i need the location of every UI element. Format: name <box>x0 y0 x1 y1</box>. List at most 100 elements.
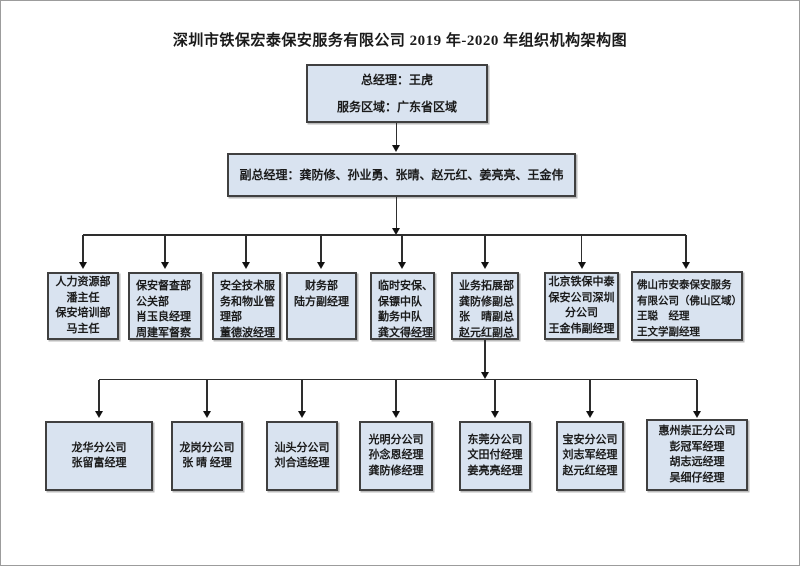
connector-drop <box>401 235 403 262</box>
text-line: 惠州崇正分公司 <box>658 425 736 437</box>
box-general-manager: 总经理：王虎服务区域：广东省区域 <box>306 64 488 123</box>
connector-arrowhead <box>481 262 489 269</box>
connector-drop <box>245 235 247 262</box>
connector-gm-stem <box>395 123 397 146</box>
connector-drop <box>580 235 583 262</box>
connector-branches-rail <box>99 378 697 380</box>
dept-box-finance: 财务部陆方副经理 <box>286 272 357 340</box>
connector-arrowhead <box>693 411 701 418</box>
connector-drop <box>685 235 687 262</box>
text-line: 龙华分公司 <box>71 441 127 454</box>
text-line: 彭冠军经理 <box>669 440 725 453</box>
connector-drop <box>98 380 100 411</box>
text-line: 陆方副经理 <box>294 295 349 308</box>
connector-arrowhead <box>682 262 690 269</box>
box-deputy-general-managers: 副总经理：龚防修、孙业勇、张晴、赵元红、姜亮亮、王金伟 <box>227 153 576 197</box>
text-line: 务和物业管 <box>220 295 275 308</box>
text-line: 龚防修经理 <box>368 464 424 477</box>
text-line: 姜亮亮经理 <box>467 464 523 477</box>
connector-drop <box>494 380 496 411</box>
branch-box-dongguan: 东莞分公司文田付经理姜亮亮经理 <box>459 421 531 491</box>
connector-gm-arrowhead <box>392 145 400 152</box>
text-line: 潘主任 <box>66 291 100 304</box>
text-line: 临时安保、 <box>378 280 433 292</box>
text-line: 龚防修副总 <box>459 295 514 308</box>
connector-arrowhead <box>392 411 400 418</box>
connector-deputy-arrowhead <box>392 228 400 235</box>
connector-deputy-stem <box>395 197 397 228</box>
text-line: 东莞分公司 <box>467 433 523 446</box>
text-line: 董德波经理 <box>220 326 275 339</box>
text-line: 保安公司深圳 <box>548 291 615 304</box>
text-line: 光明分公司 <box>368 433 424 446</box>
text-line: 刘志军经理 <box>562 449 618 462</box>
text-line: 人力资源部 <box>55 276 111 288</box>
text-line: 副总经理：龚防修、孙业勇、张晴、赵元红、姜亮亮、王金伟 <box>239 168 564 182</box>
text-line: 理部 <box>220 311 242 323</box>
connector-drop <box>164 235 166 262</box>
connector-drop <box>301 380 303 411</box>
connector-drop <box>696 380 698 411</box>
text-line: 张 晴副总 <box>459 311 514 323</box>
text-line: 保镖中队 <box>378 295 422 308</box>
connector-drop <box>395 380 397 411</box>
text-line: 马主任 <box>66 322 100 335</box>
dept-box-foshan-antai: 佛山市安泰保安服务有限公司（佛山区域）王聪 经理王文学副经理 <box>631 271 743 341</box>
branch-box-baoan: 宝安分公司刘志军经理赵元红经理 <box>556 421 624 491</box>
connector-arrowhead <box>298 411 306 418</box>
text-line: 胡志远经理 <box>669 456 725 468</box>
dept-box-beijing-tiebao: 北京铁保中泰保安公司深圳分公司王金伟副经理 <box>544 272 619 340</box>
branch-box-huizhou: 惠州崇正分公司彭冠军经理胡志远经理吴细仔经理 <box>646 419 748 491</box>
text-line: 北京铁保中泰 <box>548 276 615 288</box>
dept-box-hr-training: 人力资源部潘主任保安培训部马主任 <box>47 272 119 340</box>
text-line: 周建军督察 <box>136 326 191 339</box>
connector-bizdev-stem <box>484 340 486 372</box>
connector-arrowhead <box>317 262 325 269</box>
text-line: 王金伟副经理 <box>548 322 615 335</box>
branch-box-longhua: 龙华分公司张留富经理 <box>45 421 153 491</box>
connector-arrowhead <box>161 262 169 269</box>
text-line: 财务部 <box>305 280 338 292</box>
text-line: 肖玉良经理 <box>136 311 191 323</box>
text-line: 刘合适经理 <box>274 457 330 469</box>
connector-arrowhead <box>577 262 586 269</box>
branch-box-shantou: 汕头分公司刘合适经理 <box>266 421 338 491</box>
page-title: 深圳市铁保宏泰保安服务有限公司 2019 年-2020 年组织机构架构图 <box>172 33 628 49</box>
connector-bizdev-arrowhead <box>481 372 489 379</box>
text-line: 孙念恩经理 <box>368 449 424 462</box>
text-line: 业务拓展部 <box>459 280 514 292</box>
text-line: 张留富经理 <box>71 457 127 469</box>
text-line: 分公司 <box>565 307 598 319</box>
connector-arrowhead <box>586 411 594 418</box>
connector-arrowhead <box>203 411 211 418</box>
connector-drop <box>589 380 591 411</box>
branch-box-longgang: 龙岗分公司张 晴 经理 <box>171 421 243 491</box>
text-line: 有限公司（佛山区域） <box>637 295 742 307</box>
dept-box-tech-property: 安全技术服务和物业管理部董德波经理 <box>212 272 281 340</box>
connector-drop <box>206 380 208 411</box>
connector-departments-rail <box>83 234 686 236</box>
text-line: 总经理：王虎 <box>360 72 433 87</box>
text-line: 公关部 <box>136 295 169 308</box>
connector-arrowhead <box>491 411 499 418</box>
text-line: 勤务中队 <box>378 311 422 323</box>
text-line: 龙岗分公司 <box>179 441 235 454</box>
text-line: 赵元红副总 <box>459 326 514 339</box>
dept-box-temp-security: 临时安保、保镖中队勤务中队龚文得经理 <box>370 272 435 340</box>
connector-arrowhead <box>79 262 87 269</box>
text-line: 龚文得经理 <box>378 326 433 339</box>
text-line: 保安培训部 <box>55 307 111 319</box>
connector-arrowhead <box>398 262 406 269</box>
text-line: 安全技术服 <box>220 280 275 292</box>
connector-drop <box>320 235 322 262</box>
branch-box-guangming: 光明分公司孙念恩经理龚防修经理 <box>359 421 433 491</box>
dept-box-supervision-pr: 保安督查部公关部肖玉良经理周建军督察 <box>128 272 202 340</box>
text-line: 佛山市安泰保安服务 <box>637 280 732 291</box>
connector-arrowhead <box>95 411 103 418</box>
text-line: 王文学副经理 <box>637 326 700 338</box>
text-line: 张 晴 经理 <box>182 457 232 469</box>
text-line: 汕头分公司 <box>274 441 330 454</box>
text-line: 赵元红经理 <box>562 464 618 477</box>
connector-arrowhead <box>242 262 250 269</box>
